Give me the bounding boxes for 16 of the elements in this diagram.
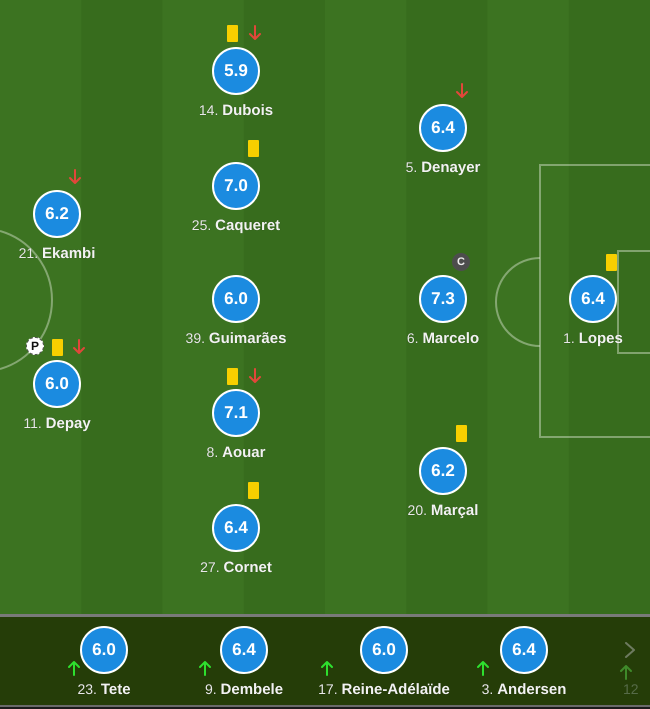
player-number: 12 bbox=[623, 681, 639, 697]
player-name: 27. Cornet bbox=[200, 558, 272, 577]
player-name: 23. Tete bbox=[77, 680, 131, 699]
player-name: 20. Marçal bbox=[408, 501, 478, 520]
player-name: 9. Dembele bbox=[204, 680, 284, 699]
player-name: 6. Marcelo bbox=[406, 329, 480, 348]
player-name: 8. Aouar bbox=[206, 443, 266, 462]
player-name: 25. Caqueret bbox=[192, 216, 280, 235]
player-name: 11. Depay bbox=[23, 414, 91, 433]
player-name: 14. Dubois bbox=[198, 101, 274, 120]
player-name: 1. Lopes bbox=[563, 329, 623, 348]
player-name: 3. Andersen bbox=[482, 680, 566, 699]
player-name: 5. Denayer bbox=[406, 158, 480, 177]
player-name: 39. Guimarães bbox=[186, 329, 286, 348]
player-name: 21. Ekambi bbox=[18, 244, 96, 263]
player-name: 17. Reine-Adélaïde bbox=[318, 680, 450, 699]
